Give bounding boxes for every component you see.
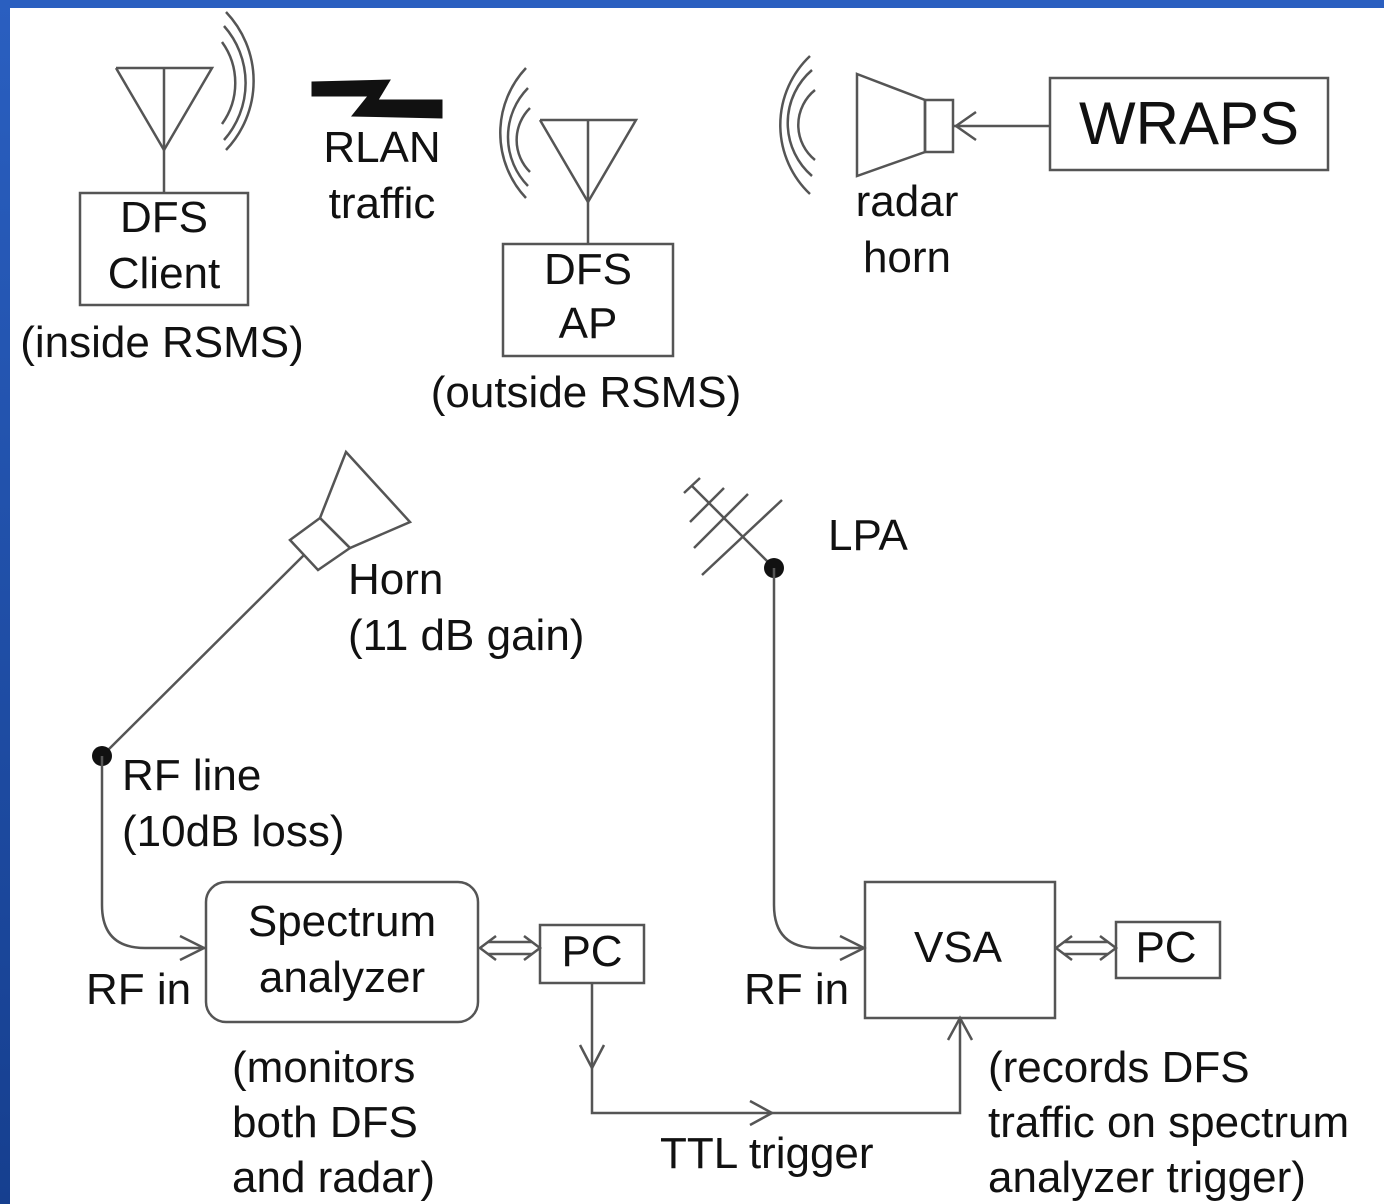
antenna-icon: [538, 118, 639, 244]
spectrum-label-2: analyzer: [259, 953, 425, 1002]
arrowhead-icon: [749, 1099, 775, 1127]
pc-label-right: PC: [1135, 923, 1196, 972]
wraps-label: WRAPS: [1079, 90, 1299, 157]
ap-note: (outside RSMS): [431, 368, 742, 417]
client-note: (inside RSMS): [20, 318, 304, 367]
horn-label-1: Horn: [348, 555, 443, 604]
rf-in-label-left: RF in: [86, 965, 191, 1014]
monitors-note-1: (monitors: [232, 1043, 415, 1092]
rf-in-line-left: [100, 756, 205, 950]
ttl-trigger-line: [590, 983, 962, 1115]
radar-label-1: radar: [856, 177, 959, 226]
vsa-box: [863, 880, 1057, 1020]
rf-in-label-right: RF in: [744, 965, 849, 1014]
ttl-trigger-label: TTL trigger: [660, 1129, 874, 1178]
radar-label-2: horn: [863, 233, 951, 282]
antenna-icon: [114, 66, 215, 193]
arrowhead-icon: [578, 1044, 606, 1071]
lightning-bolt-icon: [311, 79, 443, 119]
double-arrow-icon: [1053, 935, 1119, 961]
monitors-note-2: both DFS: [232, 1098, 418, 1147]
rf-line-label-1: RF line: [122, 751, 261, 800]
wraps-box: [1048, 76, 1330, 172]
diagram-canvas: [10, 8, 1384, 1204]
monitors-note-3: and radar): [232, 1153, 435, 1202]
radio-waves-icon: [220, 11, 255, 151]
arrowhead-icon: [953, 110, 977, 142]
records-note-1: (records DFS: [988, 1043, 1250, 1092]
rf-line: [101, 554, 305, 757]
dfs-ap-box: [501, 242, 675, 358]
pc-label-left: PC: [561, 927, 622, 976]
records-note-2: traffic on spectrum: [988, 1098, 1349, 1147]
dfs-client-label-2: Client: [108, 249, 221, 298]
rlan-label-1: RLAN: [323, 123, 440, 172]
vsa-label: VSA: [914, 923, 1003, 972]
dfs-ap-label-1: DFS: [544, 245, 632, 294]
rlan-label-2: traffic: [329, 179, 436, 228]
spectrum-analyzer-box: [204, 880, 480, 1024]
lpa-label: LPA: [828, 511, 909, 560]
horn-antenna-icon: [288, 449, 413, 572]
horn-label-2: (11 dB gain): [348, 611, 584, 660]
horn-antenna-icon: [855, 72, 955, 178]
double-arrow-icon: [477, 935, 543, 961]
radio-waves-icon: [779, 55, 816, 195]
records-note-3: analyzer trigger): [988, 1153, 1306, 1202]
rf-line-label-2: (10dB loss): [122, 807, 345, 856]
pc-box-right: [1114, 920, 1222, 980]
spectrum-label-1: Spectrum: [248, 897, 436, 946]
dfs-client-label-1: DFS: [120, 193, 208, 242]
lpa-antenna-icon: [683, 477, 783, 576]
radio-waves-icon: [499, 67, 531, 199]
dfs-ap-label-2: AP: [559, 299, 618, 348]
arrowhead-icon: [179, 934, 207, 962]
rf-in-line-right: [772, 568, 865, 950]
dfs-client-box: [78, 191, 250, 307]
